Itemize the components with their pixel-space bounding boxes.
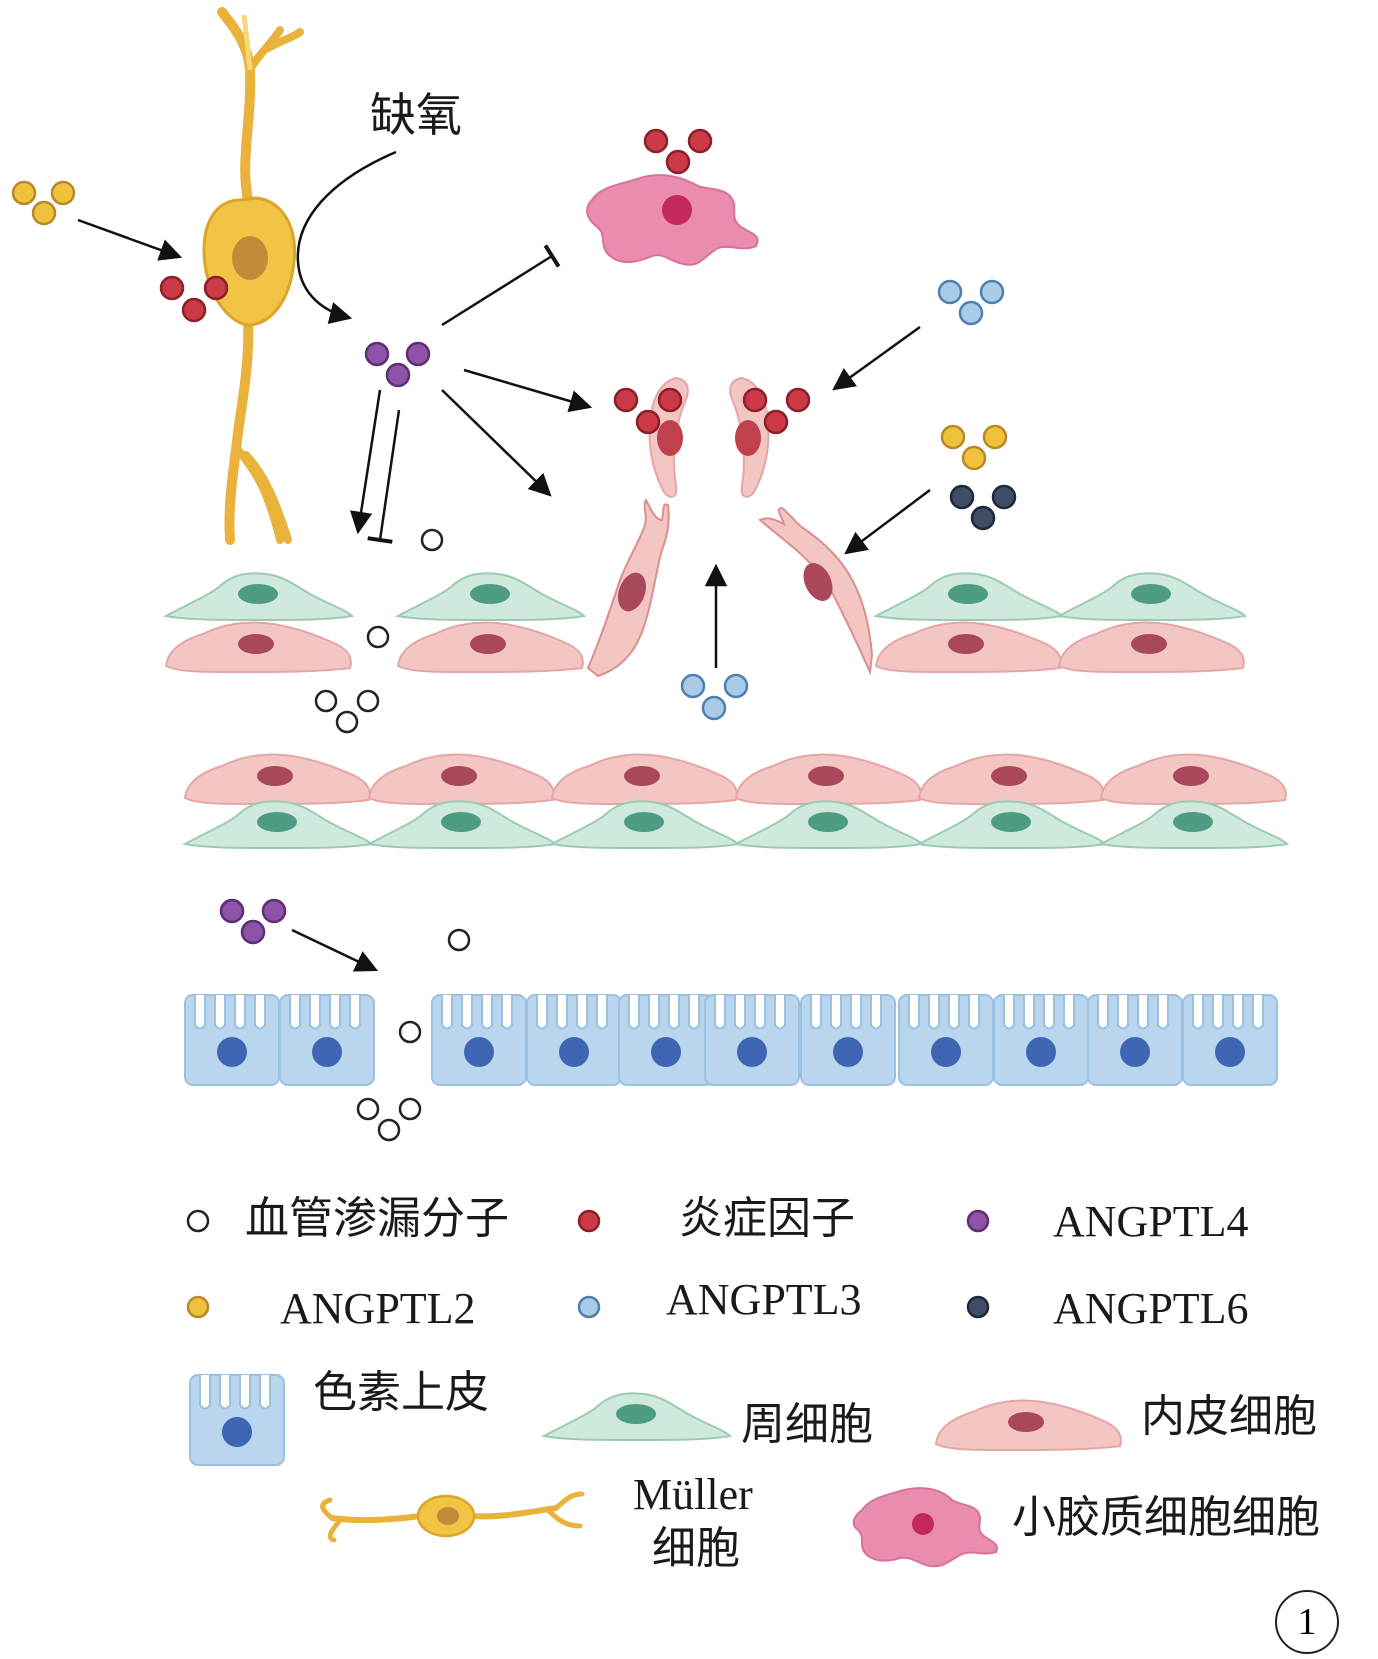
arrow-angptl4-to-endothelial-1 — [463, 368, 593, 413]
legend-muller-label-line1: Müller — [633, 1470, 753, 1519]
legend-leakage-dot — [186, 1209, 210, 1233]
legend-inflammatory-label: 炎症因子 — [679, 1193, 855, 1244]
legend-pericyte-label: 周细胞 — [741, 1399, 873, 1450]
angptl4-cluster-1 — [364, 341, 431, 388]
angptl2-cluster-2 — [940, 424, 1008, 471]
arrow-angptl3-to-endothelial — [832, 325, 921, 391]
leakage-molecules-upper — [314, 528, 444, 734]
angptl3-cluster-2 — [680, 673, 749, 721]
legend-pericyte-icon — [543, 1392, 731, 1441]
legend-angptl4-label: ANGPTL4 — [1053, 1197, 1249, 1246]
angptl6-cluster-1 — [949, 484, 1017, 531]
rpe-layer — [184, 994, 1278, 1086]
legend-microglia-icon — [852, 1487, 998, 1568]
legend-angptl6-label: ANGPTL6 — [1053, 1284, 1249, 1333]
inflammatory-cluster-microglia — [643, 128, 713, 175]
tip-cell-right — [758, 506, 874, 676]
legend-endothelial-label: 内皮细胞 — [1141, 1391, 1317, 1442]
legend-muller-label-line2: 细胞 — [652, 1523, 740, 1574]
legend-muller-icon — [320, 1491, 585, 1543]
arrow-angptl4-down — [349, 389, 382, 535]
legend-angptl3-label: ANGPTL3 — [666, 1275, 862, 1324]
arrow-angptl2-6-to-tipcell — [844, 489, 931, 555]
angptl2-cluster-1 — [11, 180, 76, 226]
leakage-molecules-rpe — [356, 1020, 422, 1142]
legend-endothelial-icon — [935, 1399, 1122, 1451]
lower-vessel — [184, 753, 1288, 849]
legend-microglia-label: 小胶质细胞细胞 — [1012, 1492, 1320, 1543]
legend-angptl3-dot — [577, 1295, 601, 1319]
muller-cell-icon — [202, 7, 304, 545]
legend-rpe-label: 色素上皮 — [313, 1367, 489, 1418]
inhibit-angptl4-down — [367, 409, 401, 544]
inflammatory-cluster-endo-left — [613, 387, 683, 435]
legend-rpe-icon — [189, 1374, 285, 1466]
legend-angptl4-dot — [966, 1209, 990, 1233]
legend-angptl2-dot — [186, 1295, 210, 1319]
microglia-icon — [586, 174, 759, 266]
tip-cell-left — [586, 498, 670, 678]
inflammatory-cluster-muller — [159, 275, 229, 323]
arrow-angptl4-to-endothelial-2 — [441, 389, 552, 497]
arrow-angptl4-to-rpe — [291, 928, 379, 972]
inflammatory-cluster-endo-right — [742, 387, 811, 435]
legend-angptl2-label: ANGPTL2 — [280, 1284, 476, 1333]
legend-angptl6-dot — [966, 1295, 990, 1319]
angptl3-cluster-1 — [937, 279, 1005, 326]
figure-number: 1 — [1275, 1590, 1339, 1654]
legend-inflammatory-dot — [577, 1209, 601, 1233]
upper-vessel-left — [165, 572, 585, 673]
legend-dots — [186, 1209, 990, 1319]
leakage-molecule-rpe-top — [447, 928, 471, 952]
hypoxia-label: 缺氧 — [370, 88, 462, 142]
upper-vessel-right — [875, 572, 1246, 673]
hypoxia-arrow — [296, 150, 397, 324]
inhibit-angptl4-microglia — [441, 244, 561, 327]
arrow-angptl2-to-muller — [77, 218, 183, 261]
angptl4-cluster-2 — [219, 898, 287, 945]
legend-leakage-label: 血管渗漏分子 — [245, 1193, 509, 1244]
